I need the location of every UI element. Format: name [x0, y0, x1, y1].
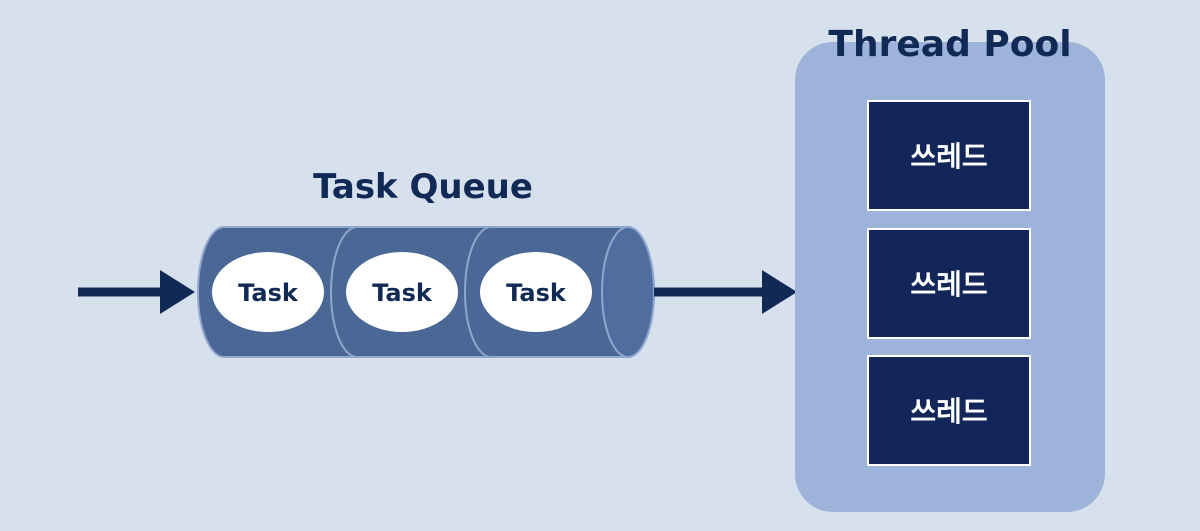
thread-rect: [867, 100, 1031, 211]
queue-separator: [464, 226, 492, 358]
thread-label: 쓰레드: [910, 140, 987, 173]
task-queue-cylinder: Task Task Task: [197, 226, 655, 358]
queue-task: Task: [480, 252, 592, 332]
queue-task: Task: [212, 252, 324, 332]
task-label: Task: [372, 279, 433, 307]
queue-separator: [330, 226, 358, 358]
thread-label: 쓰레드: [910, 395, 987, 428]
thread-box: 쓰레드: [867, 228, 1031, 339]
pool-title: Thread Pool: [828, 24, 1071, 65]
task-label: Task: [238, 279, 299, 307]
thread-label: 쓰레드: [910, 268, 987, 301]
thread-box: 쓰레드: [867, 355, 1031, 466]
task-ellipse: [212, 252, 324, 332]
queue-title: Task Queue: [313, 167, 533, 207]
task-ellipse: [480, 252, 592, 332]
thread-rect: [867, 355, 1031, 466]
thread-box: 쓰레드: [867, 100, 1031, 211]
queue-end-cap: [601, 226, 655, 358]
queue-task: Task: [346, 252, 458, 332]
output-arrow: [654, 270, 797, 314]
input-arrow-head: [160, 270, 195, 314]
thread-rect: [867, 228, 1031, 339]
input-arrow: [78, 270, 195, 314]
task-label: Task: [506, 279, 567, 307]
output-arrow-head: [762, 270, 797, 314]
task-ellipse: [346, 252, 458, 332]
